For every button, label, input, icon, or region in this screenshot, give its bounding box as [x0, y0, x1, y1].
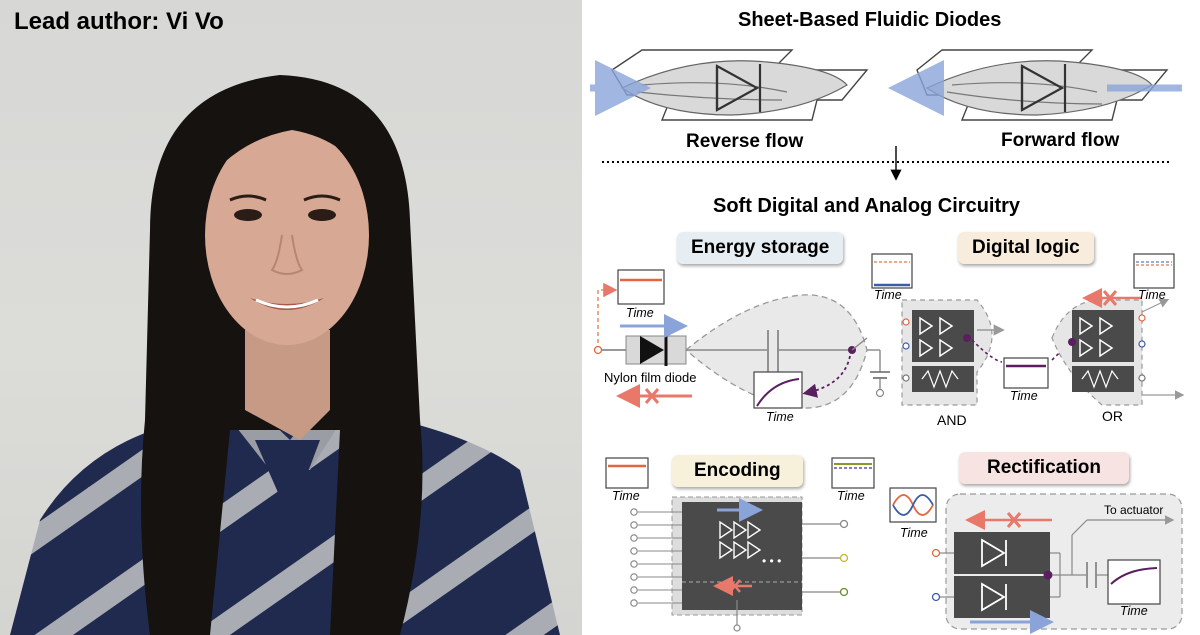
encoding-label: Encoding: [672, 455, 803, 487]
energy-storage-label: Energy storage: [677, 232, 844, 264]
top-title: Sheet-Based Fluidic Diodes: [738, 9, 1002, 31]
encoding-inputs: [630, 508, 682, 607]
time-label-enc-out: Time: [837, 489, 865, 503]
reverse-flow-diode: [590, 49, 869, 121]
digital-logic-label: Digital logic: [958, 232, 1094, 264]
rectification-circuit: [889, 487, 1183, 634]
time-label-logic-a: Time: [874, 288, 902, 302]
energy-storage-circuit: [593, 269, 890, 409]
lead-author-caption: Lead author: Vi Vo: [14, 8, 224, 35]
encoding-input-port: [630, 521, 638, 529]
encoding-input-port: [630, 508, 638, 516]
forward-flow-label: Forward flow: [1001, 130, 1120, 151]
digital-logic-circuit: [871, 253, 1185, 406]
nylon-film-diode-label: Nylon film diode: [604, 370, 697, 385]
time-label-logic-c: Time: [1138, 288, 1166, 302]
encoding-input-port: [630, 586, 638, 594]
rectification-label: Rectification: [959, 452, 1130, 484]
to-actuator-label: To actuator: [1104, 503, 1164, 517]
time-label-rect-out: Time: [1120, 604, 1148, 618]
encoding-outputs: [802, 519, 849, 597]
diagram-figure: • • •: [582, 0, 1200, 635]
forward-flow-diode: [888, 49, 1182, 121]
portrait-illustration: [10, 75, 560, 635]
encoding-circuit: • • •: [605, 457, 875, 632]
and-gate-label: AND: [937, 412, 967, 428]
time-label-logic-b: Time: [1010, 389, 1038, 403]
svg-text:• • •: • • •: [762, 554, 781, 568]
encoding-input-port: [630, 573, 638, 581]
encoding-input-port: [630, 560, 638, 568]
time-label-enc-in: Time: [612, 489, 640, 503]
time-label-rect-in: Time: [900, 526, 928, 540]
or-gate-label: OR: [1102, 408, 1123, 424]
time-label-energy-out: Time: [766, 410, 794, 424]
author-photo: Lead author: Vi Vo: [0, 0, 582, 635]
reverse-flow-label: Reverse flow: [686, 131, 804, 152]
time-label-energy-in: Time: [626, 306, 654, 320]
encoding-input-port: [630, 599, 638, 607]
diagram-graphics: • • •: [590, 49, 1185, 634]
mid-title: Soft Digital and Analog Circuitry: [713, 195, 1021, 217]
encoding-input-port: [630, 547, 638, 555]
encoding-input-port: [630, 534, 638, 542]
